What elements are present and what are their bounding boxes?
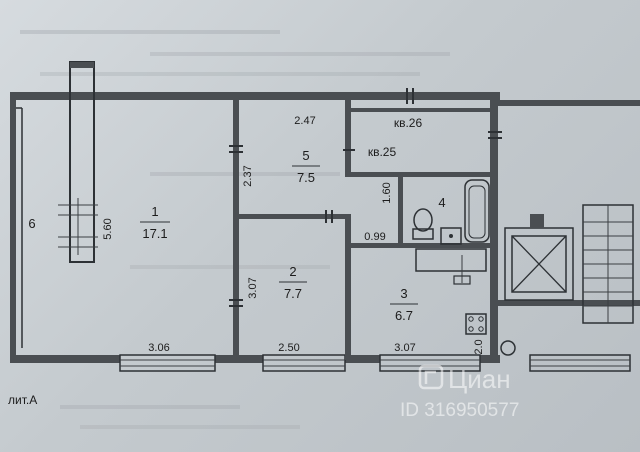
dimension-labels: 5.60 2.47 2.37 1.60 0.99 3.07 3.06 2.50 … <box>102 115 485 355</box>
stair-flight <box>582 204 634 324</box>
neighbor-apartment-25: кв.25 <box>368 145 397 159</box>
room4-number: 4 <box>438 195 445 210</box>
watermark-id: ID 316950577 <box>400 400 519 421</box>
room6-loggia <box>16 107 23 348</box>
room1-area: 17.1 <box>142 226 167 241</box>
window-room2 <box>262 354 346 372</box>
letter-label: лит.А <box>8 393 37 407</box>
room1-number: 1 <box>151 204 158 219</box>
window-room1 <box>119 354 216 372</box>
neighbor-apartment-26: кв.26 <box>394 116 423 130</box>
bathroom-fixtures <box>412 179 490 245</box>
cian-logo-icon <box>418 364 444 390</box>
dim-2-50: 2.50 <box>278 342 299 354</box>
dim-3-07-vertical: 3.07 <box>247 277 259 298</box>
dim-2-0: 2.0 <box>473 339 485 354</box>
room2-area: 7.7 <box>284 286 302 301</box>
elevator-shaft <box>511 235 567 293</box>
dim-0-99: 0.99 <box>364 231 385 243</box>
room5-area: 7.5 <box>297 170 315 185</box>
room3-number: 3 <box>400 286 407 301</box>
watermark-brand: Циан <box>448 364 511 394</box>
outer-walls <box>10 61 500 363</box>
dim-2-37: 2.37 <box>242 165 254 186</box>
dim-5-60: 5.60 <box>102 218 114 239</box>
window-right <box>529 354 631 372</box>
dim-3-07-horizontal: 3.07 <box>394 342 415 354</box>
dim-1-60: 1.60 <box>381 182 393 203</box>
dim-2-47: 2.47 <box>294 115 315 127</box>
kitchen-fixtures <box>415 248 516 356</box>
room5-number: 5 <box>302 148 309 163</box>
room-labels: 6 1 17.1 5 7.5 2 7.7 3 6.7 4 кв.26 кв.25… <box>8 116 446 407</box>
room3-area: 6.7 <box>395 308 413 323</box>
dim-3-06: 3.06 <box>148 342 169 354</box>
room2-number: 2 <box>289 264 296 279</box>
stairwell <box>498 100 640 324</box>
door-marks <box>229 88 502 307</box>
cian-watermark: Циан ID 316950577 <box>400 364 519 421</box>
internal-walls <box>233 100 495 360</box>
background-document-text <box>20 30 450 429</box>
ventilation-marks <box>58 198 98 255</box>
room6-number: 6 <box>28 216 35 231</box>
